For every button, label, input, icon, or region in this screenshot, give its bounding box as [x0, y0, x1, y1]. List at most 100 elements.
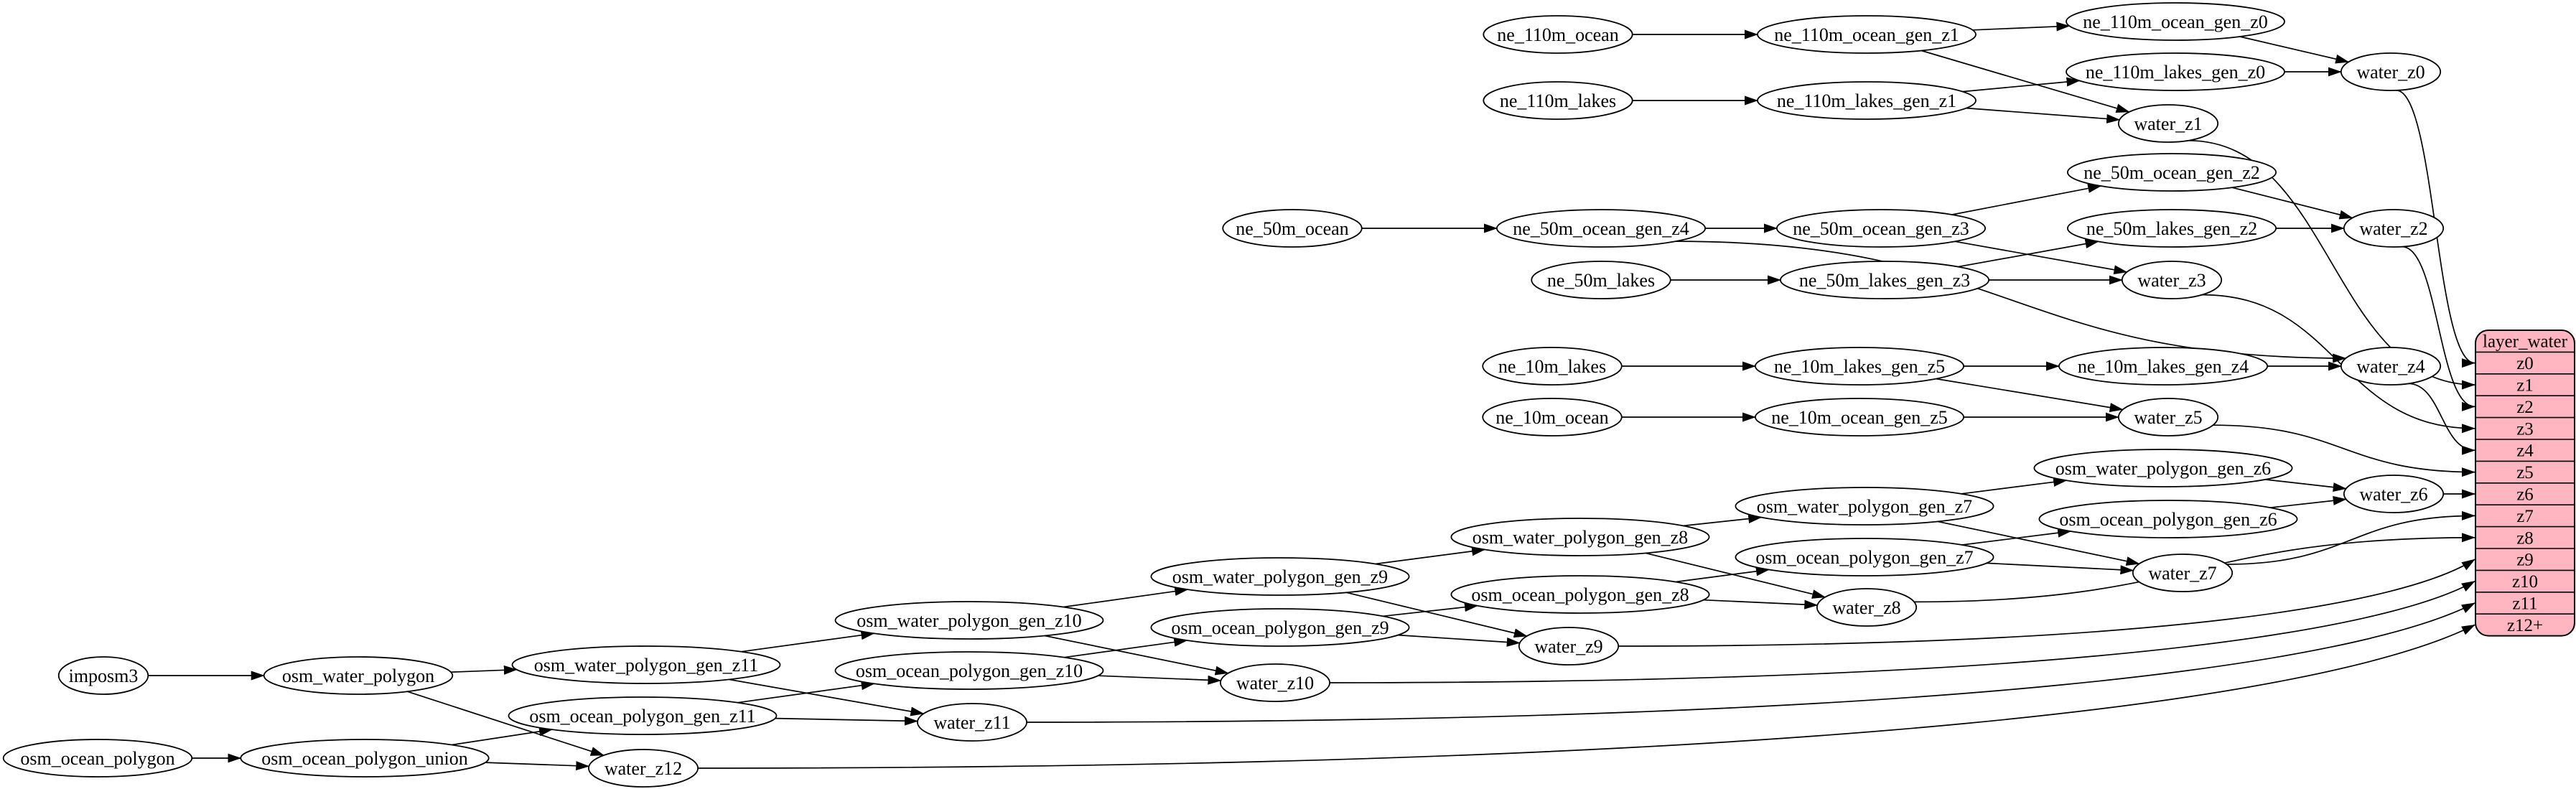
edge-osm_water_polygon-to-water_z12	[407, 691, 605, 756]
node-osm_ocean_polygon: osm_ocean_polygon	[2, 739, 193, 778]
edge-osm_ocean_polygon_gen_z11-to-osm_ocean_polygon_gen_z10	[737, 681, 875, 704]
node-osm_ocean_polygon_union: osm_ocean_polygon_union	[240, 739, 490, 778]
node-imposm3-label: imposm3	[69, 666, 139, 686]
node-ne_50m_ocean_gen_z2: ne_50m_ocean_gen_z2	[2066, 153, 2277, 192]
node-osm_water_polygon_gen_z8-label: osm_water_polygon_gen_z8	[1473, 527, 1688, 548]
node-ne_50m_lakes-label: ne_50m_lakes	[1547, 270, 1655, 291]
node-ne_50m_ocean: ne_50m_ocean	[1222, 209, 1363, 248]
edge-osm_ocean_polygon_gen_z8-to-water_z8	[1703, 599, 1819, 610]
node-ne_50m_ocean_gen_z4: ne_50m_ocean_gen_z4	[1495, 209, 1706, 248]
layer-water-row-z6: z6	[2516, 485, 2534, 505]
layer-water-row-z4: z4	[2516, 442, 2534, 461]
node-water_z3-shape	[2121, 261, 2223, 299]
node-ne_110m_ocean-shape	[1483, 15, 1633, 54]
node-osm_ocean_polygon-shape	[2, 739, 193, 778]
node-osm_water_polygon_gen_z9-shape	[1150, 557, 1410, 596]
layer-water-row-z8: z8	[2516, 528, 2534, 548]
edge-water_z2-to-layer_water.z2	[2402, 246, 2475, 411]
node-water_z12: water_z12	[588, 749, 699, 788]
edge-osm_ocean_polygon_union-to-osm_ocean_polygon_gen_z11	[452, 727, 554, 746]
node-osm_ocean_polygon_union-label: osm_ocean_polygon_union	[261, 748, 467, 769]
node-osm_water_polygon_gen_z7-label: osm_water_polygon_gen_z7	[1757, 496, 1972, 517]
node-osm_ocean_polygon_gen_z11-label: osm_ocean_polygon_gen_z11	[529, 706, 755, 727]
node-ne_110m_ocean_gen_z1-label: ne_110m_ocean_gen_z1	[1774, 24, 1959, 45]
node-osm_ocean_polygon_gen_z7-shape	[1735, 538, 1994, 576]
edge-osm_water_polygon_gen_z8-to-water_z8	[1645, 552, 1826, 599]
edge-ne_50m_ocean_gen_z3-to-water_z3	[1954, 241, 2128, 275]
node-water_z6-shape	[2343, 475, 2445, 513]
node-ne_50m_lakes-shape	[1531, 261, 1671, 299]
node-osm_ocean_polygon_gen_z9-label: osm_ocean_polygon_gen_z9	[1171, 617, 1389, 638]
node-osm_water_polygon_gen_z8: osm_water_polygon_gen_z8	[1450, 518, 1710, 556]
node-water_z8-shape	[1816, 588, 1918, 627]
node-ne_50m_lakes_gen_z3: ne_50m_lakes_gen_z3	[1779, 261, 1989, 299]
edge-osm_water_polygon_gen_z9-to-water_z9	[1346, 592, 1528, 638]
node-imposm3: imposm3	[57, 656, 149, 695]
node-water_z5-shape	[2117, 398, 2219, 436]
node-osm_ocean_polygon-label: osm_ocean_polygon	[20, 748, 174, 769]
edge-osm_ocean_polygon_gen_z10-to-osm_ocean_polygon_gen_z9	[1064, 638, 1188, 658]
layer-water-row-z1: z1	[2516, 376, 2534, 396]
node-ne_50m_lakes: ne_50m_lakes	[1531, 261, 1671, 299]
edge-ne_50m_lakes_gen_z3-to-ne_50m_lakes_gen_z2	[1958, 239, 2099, 268]
edge-ne_110m_ocean_gen_z0-to-water_z0	[2239, 36, 2350, 64]
node-osm_ocean_polygon_gen_z8: osm_ocean_polygon_gen_z8	[1450, 575, 1710, 614]
node-ne_110m_ocean_gen_z0-label: ne_110m_ocean_gen_z0	[2083, 11, 2268, 32]
node-water_z1-label: water_z1	[2134, 113, 2202, 134]
edge-osm_water_polygon_gen_z9-to-osm_water_polygon_gen_z8	[1375, 546, 1486, 565]
node-ne_50m_ocean_gen_z2-shape	[2066, 153, 2277, 192]
node-ne_110m_lakes-label: ne_110m_lakes	[1500, 90, 1616, 111]
node-water_z6-label: water_z6	[2359, 484, 2427, 505]
node-ne_50m_ocean_gen_z3: ne_50m_ocean_gen_z3	[1775, 209, 1986, 248]
edge-ne_110m_lakes_gen_z1-to-water_z1	[1966, 107, 2121, 123]
layer-water-row-z3: z3	[2516, 419, 2534, 439]
node-water_z7-shape	[2132, 554, 2234, 592]
node-osm_water_polygon_gen_z9-label: osm_water_polygon_gen_z9	[1172, 566, 1388, 587]
node-water_z7: water_z7	[2132, 554, 2234, 592]
node-water_z10: water_z10	[1220, 663, 1331, 702]
node-ne_110m_ocean-label: ne_110m_ocean	[1497, 24, 1618, 45]
edge-osm_ocean_polygon_gen_z10-to-water_z10	[1098, 675, 1222, 685]
node-water_z11-shape	[917, 703, 1028, 742]
layer-water-row-z2: z2	[2516, 398, 2534, 417]
node-water_z12-label: water_z12	[605, 758, 682, 779]
node-water_z9-label: water_z9	[1534, 636, 1602, 657]
node-ne_110m_lakes_gen_z1-shape	[1757, 81, 1977, 120]
node-ne_50m_ocean-label: ne_50m_ocean	[1236, 218, 1348, 239]
node-ne_10m_ocean_gen_z5: ne_10m_ocean_gen_z5	[1754, 398, 1964, 436]
node-water_z10-shape	[1220, 663, 1331, 702]
node-water_z8-label: water_z8	[1832, 597, 1900, 618]
node-ne_50m_lakes_gen_z2-shape	[2066, 209, 2277, 248]
node-water_z7-label: water_z7	[2148, 563, 2216, 584]
node-ne_50m_lakes_gen_z3-shape	[1779, 261, 1989, 299]
node-ne_10m_ocean-shape	[1482, 398, 1623, 436]
node-ne_10m_ocean-label: ne_10m_ocean	[1495, 407, 1608, 428]
node-ne_50m_ocean_gen_z4-shape	[1495, 209, 1706, 248]
node-ne_110m_lakes_gen_z0-shape	[2066, 52, 2285, 91]
node-ne_110m_lakes: ne_110m_lakes	[1483, 81, 1633, 120]
edge-osm_water_polygon_gen_z6-to-water_z6	[2264, 479, 2347, 492]
node-ne_110m_lakes_gen_z0-label: ne_110m_lakes_gen_z0	[2086, 62, 2265, 83]
node-water_z0-label: water_z0	[2356, 62, 2425, 83]
node-osm_ocean_polygon_gen_z6: osm_ocean_polygon_gen_z6	[2038, 500, 2298, 538]
node-osm_ocean_polygon_union-shape	[240, 739, 490, 778]
node-ne_50m_ocean_gen_z3-label: ne_50m_ocean_gen_z3	[1793, 218, 1969, 239]
edge-water_z9-to-layer_water.z9	[1618, 559, 2475, 647]
node-ne_50m_lakes_gen_z2: ne_50m_lakes_gen_z2	[2066, 209, 2277, 248]
node-water_z5: water_z5	[2117, 398, 2219, 436]
node-osm_ocean_polygon_gen_z10-shape	[834, 651, 1104, 690]
edge-water_z12-to-layer_water.z12+	[698, 624, 2475, 769]
node-osm_water_polygon_gen_z11: osm_water_polygon_gen_z11	[511, 645, 781, 684]
node-osm_ocean_polygon_gen_z11: osm_ocean_polygon_gen_z11	[508, 696, 778, 735]
edge-ne_50m_ocean_gen_z3-to-ne_50m_ocean_gen_z2	[1951, 184, 2102, 215]
edge-osm_water_polygon_gen_z11-to-osm_water_polygon_gen_z10	[741, 630, 875, 653]
node-ne_10m_ocean_gen_z5-shape	[1754, 398, 1964, 436]
node-osm_water_polygon_gen_z8-shape	[1450, 518, 1710, 556]
node-water_z4: water_z4	[2340, 347, 2442, 386]
node-ne_10m_ocean: ne_10m_ocean	[1482, 398, 1623, 436]
node-ne_10m_lakes: ne_10m_lakes	[1482, 347, 1623, 386]
node-osm_water_polygon-label: osm_water_polygon	[282, 666, 434, 686]
node-osm_water_polygon-shape	[263, 656, 454, 695]
edge-osm_water_polygon_gen_z10-to-osm_water_polygon_gen_z9	[1063, 587, 1189, 608]
